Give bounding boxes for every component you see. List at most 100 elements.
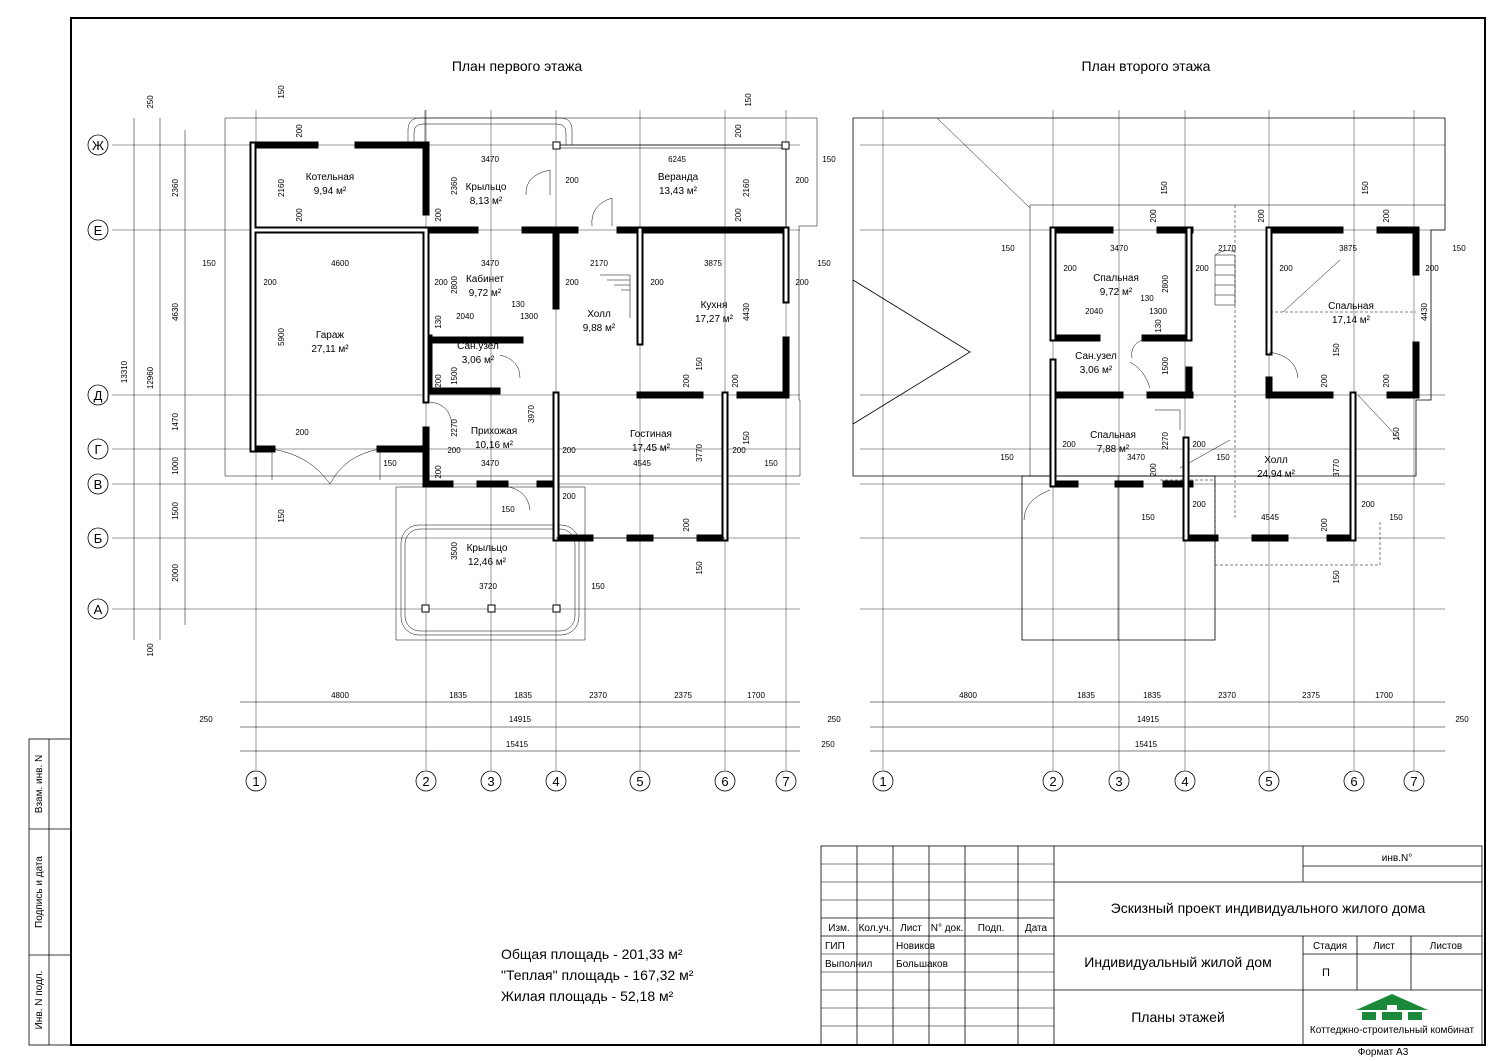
svg-text:1835: 1835 [1077,691,1095,700]
svg-text:200: 200 [1425,264,1439,273]
svg-text:4: 4 [1181,774,1188,789]
svg-text:5: 5 [636,774,643,789]
first-floor-roof-outline [224,117,818,477]
svg-text:200: 200 [734,208,743,222]
role-gip: ГИП [825,941,845,952]
first-floor-title: План первого этажа [452,58,583,74]
svg-text:200: 200 [1149,209,1158,223]
second-floor-plan: 1 2 3 4 5 6 7 4800 1835 1835 2370 2375 1… [852,110,1469,792]
svg-text:4: 4 [552,774,559,789]
stage-value: П [1322,967,1330,979]
svg-text:Кухня: Кухня [701,300,728,311]
svg-text:Г: Г [94,442,101,457]
svg-text:200: 200 [562,492,576,501]
svg-text:130: 130 [1140,294,1154,303]
svg-text:5: 5 [1265,774,1272,789]
svg-text:15415: 15415 [506,740,529,749]
svg-text:150: 150 [1332,570,1341,584]
svg-text:3: 3 [1115,774,1122,789]
svg-text:200: 200 [795,176,809,185]
svg-text:2170: 2170 [590,259,608,268]
svg-text:7,88 м²: 7,88 м² [1097,444,1130,455]
header-kol: Кол.уч. [859,923,892,934]
svg-text:14915: 14915 [1137,715,1160,724]
svg-text:27,11 м²: 27,11 м² [311,344,349,355]
project-title: Эскизный проект индивидуального жилого д… [1111,900,1426,916]
room-area: 9,94 м² [314,186,347,197]
svg-text:200: 200 [434,278,448,287]
svg-text:1300: 1300 [1149,307,1167,316]
svg-text:9,72 м²: 9,72 м² [469,288,502,299]
svg-text:200: 200 [565,176,579,185]
title-block: инв.N° Эскизный проект индивидуального ж… [820,845,1483,1058]
svg-text:3: 3 [487,774,494,789]
svg-text:2360: 2360 [171,179,180,197]
svg-text:1: 1 [879,774,886,789]
svg-text:200: 200 [650,278,664,287]
header-list: Лист [900,923,922,934]
company-name: Коттеджно-строительный комбинат [1310,1024,1475,1036]
bottom-dimensions-1: 4800 1835 1835 2370 2375 1700 14915 1541… [199,691,841,752]
svg-text:130: 130 [434,315,443,329]
svg-text:Спальная: Спальная [1090,430,1136,441]
svg-text:150: 150 [742,431,751,445]
svg-text:1500: 1500 [171,502,180,520]
svg-text:200: 200 [1382,209,1391,223]
second-floor-axes [860,110,1445,770]
first-floor-dims: 150 150 200 3470 6245 2160 2360 2160 200… [202,85,836,591]
svg-text:2800: 2800 [1161,275,1170,293]
svg-text:Б: Б [94,531,103,546]
svg-text:Ж: Ж [92,138,104,153]
svg-text:150: 150 [1392,427,1401,441]
svg-text:150: 150 [1216,453,1230,462]
svg-text:200: 200 [682,518,691,532]
svg-text:10,16 м²: 10,16 м² [475,440,514,451]
svg-text:200: 200 [295,208,304,222]
svg-text:12960: 12960 [146,366,155,389]
total-area: Общая площадь - 201,33 м² [501,946,683,962]
sheet-format: Формат А3 [1358,1047,1409,1058]
svg-text:200: 200 [434,208,443,222]
svg-text:1500: 1500 [450,367,459,385]
svg-text:4430: 4430 [742,303,751,321]
svg-text:2000: 2000 [171,564,180,582]
svg-text:6: 6 [1350,774,1357,789]
living-area: Жилая площадь - 52,18 м² [501,988,674,1004]
svg-text:200: 200 [1320,518,1329,532]
svg-text:17,45 м²: 17,45 м² [632,443,671,454]
left-dimensions: 2360 4630 1470 1000 1500 2000 12960 1331… [120,95,186,657]
svg-text:3470: 3470 [481,155,499,164]
svg-text:Сан.узел: Сан.узел [1075,351,1117,362]
axis-marker-zh [87,134,109,156]
header-doc: N° док. [931,923,964,934]
header-date: Дата [1025,923,1048,934]
object-name: Индивидуальный жилой дом [1084,954,1271,970]
svg-text:250: 250 [1455,715,1469,724]
row-axis-markers-1: Ж Е Д Г В Б А [87,134,109,620]
svg-text:4600: 4600 [331,259,349,268]
svg-text:2370: 2370 [1218,691,1236,700]
svg-text:250: 250 [827,715,841,724]
svg-text:150: 150 [1389,513,1403,522]
warm-area: "Теплая" площадь - 167,32 м² [501,967,694,983]
header-izm: Изм. [828,923,849,934]
svg-text:Прихожая: Прихожая [471,426,517,437]
side-stamp-sign: Подпись и дата [34,856,45,928]
sheets-label: Листов [1430,941,1463,952]
svg-text:150: 150 [695,357,704,371]
svg-text:2370: 2370 [589,691,607,700]
second-floor-rooms: Спальная 9,72 м² Спальная 17,14 м² Сан.у… [1075,273,1374,480]
svg-text:4800: 4800 [331,691,349,700]
svg-text:150: 150 [1452,244,1466,253]
svg-text:150: 150 [277,509,286,523]
svg-text:4630: 4630 [171,303,180,321]
svg-text:2040: 2040 [456,312,474,321]
svg-text:3,06 м²: 3,06 м² [1080,365,1113,376]
svg-text:Холл: Холл [1264,455,1288,466]
col-axis-markers-2: 1 2 3 4 5 6 7 [872,770,1425,792]
svg-text:1700: 1700 [747,691,765,700]
svg-text:200: 200 [295,124,304,138]
svg-text:14915: 14915 [509,715,532,724]
svg-text:Гараж: Гараж [316,330,345,341]
svg-text:15415: 15415 [1135,740,1158,749]
